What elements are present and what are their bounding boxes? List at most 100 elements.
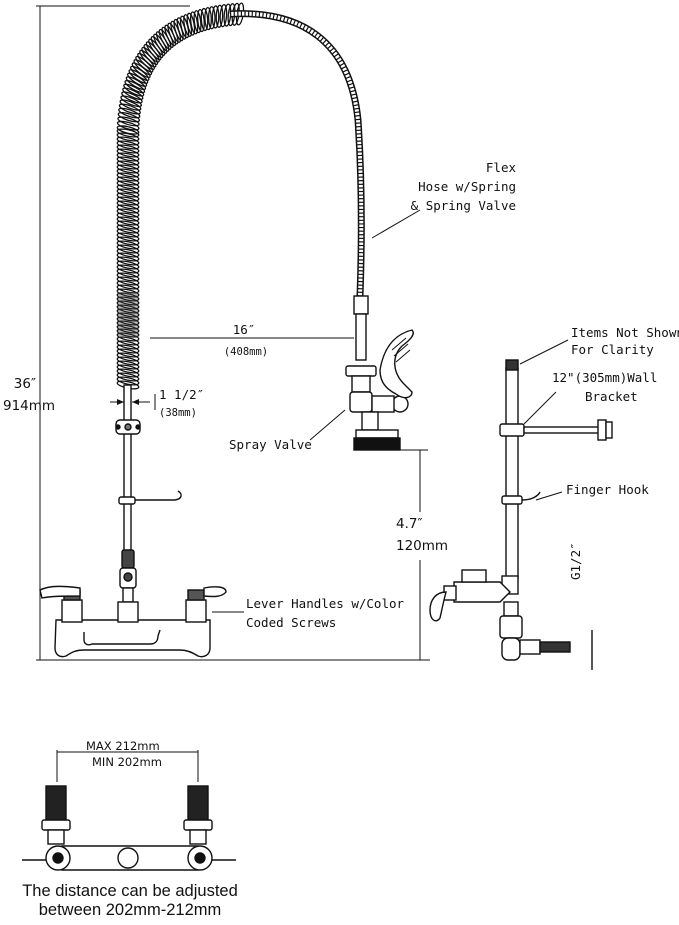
adjustment-caption: The distance can be adjusted between 202…	[0, 882, 260, 920]
spring-coil	[196, 8, 205, 33]
spring-coil	[116, 176, 140, 186]
spring-coil	[116, 304, 140, 314]
spring-coil	[116, 120, 140, 131]
spring-coil	[116, 352, 140, 362]
spray-valve	[345, 295, 414, 451]
valve-clearance-inches: 4.7″	[396, 516, 423, 532]
spring-coil	[116, 160, 140, 170]
riser-pipe	[115, 384, 182, 631]
spring-coil	[116, 125, 140, 135]
flex-hose-label-line-2: Hose w/Spring	[418, 179, 516, 194]
spring-coil	[116, 328, 140, 338]
spring-coil	[116, 188, 140, 198]
overall-height-dimension	[36, 5, 430, 661]
spring-coil	[116, 216, 140, 226]
spring-coil	[116, 164, 140, 174]
spring-coil	[116, 280, 140, 290]
spray-valve-leader	[309, 409, 346, 441]
spring-coil	[116, 128, 140, 138]
flex-hose	[229, 10, 365, 297]
spring-coil	[116, 148, 140, 158]
caption-line-2: between 202mm-212mm	[38, 901, 222, 919]
spring-coil	[118, 103, 141, 115]
overall-height-mm: 914mm	[3, 398, 56, 414]
spring-shaded-section	[118, 292, 138, 338]
spring-coil	[120, 95, 143, 108]
items-not-shown-leader	[519, 339, 569, 365]
spring-coil	[116, 296, 140, 306]
spring-coil	[116, 320, 140, 330]
spring-coil	[116, 196, 140, 206]
spring-coil	[116, 136, 140, 146]
wall-bracket-label-line-2: Bracket	[585, 389, 638, 404]
spring-coil	[116, 356, 140, 366]
spring-coil	[116, 184, 140, 194]
spring-coil	[193, 10, 202, 34]
riser-offset-inches: 1 1/2″	[159, 387, 205, 402]
spring-coil	[116, 268, 140, 278]
spring-coil	[116, 340, 140, 350]
flex-hose-label-line-1: Flex	[485, 160, 516, 175]
reach-mm: (408mm)	[223, 346, 269, 358]
riser-offset-dimension	[110, 394, 156, 410]
spring-coil	[116, 212, 140, 222]
finger-hook-label: Finger Hook	[566, 482, 649, 497]
spring-coil	[116, 152, 140, 162]
spring-coil	[116, 244, 140, 254]
items-not-shown-line-2: For Clarity	[571, 342, 654, 357]
spring-coil	[116, 140, 140, 150]
spring-coil	[116, 156, 140, 166]
wall-bracket-label-line-1: 12"(305mm)Wall	[552, 370, 658, 385]
spring-coil	[116, 276, 140, 286]
spring-coil	[116, 288, 140, 298]
spring-coil	[116, 372, 140, 382]
spring-coil	[116, 228, 140, 238]
spring-coil	[116, 284, 140, 294]
faucet-base	[39, 585, 227, 658]
spring-coil	[116, 204, 140, 214]
spring-coil	[116, 332, 140, 342]
spring-coil	[116, 252, 140, 262]
spring-coil	[116, 324, 140, 334]
spring-coil	[116, 364, 140, 374]
spring-coil	[116, 168, 140, 178]
spring-coil	[116, 236, 140, 246]
spring-coil	[116, 336, 140, 346]
spring-coil	[204, 6, 212, 31]
side-view-assembly	[429, 359, 613, 670]
flex-hose-label-line-3: & Spring Valve	[410, 198, 516, 213]
spring-coil	[121, 91, 143, 104]
spring-coil	[116, 200, 140, 210]
spread-max-label: MAX 212mm	[86, 739, 160, 753]
lever-handles-label-line-2: Coded Screws	[246, 615, 337, 630]
spring-coil	[117, 116, 140, 127]
spring-coil	[200, 7, 209, 32]
thread-size-label: G1/2″	[568, 542, 583, 580]
spring-coil	[116, 256, 140, 266]
lever-handles-label-line-1: Lever Handles w/Color	[246, 596, 405, 611]
spring-coil	[116, 360, 140, 370]
spring-coil	[116, 292, 140, 302]
spread-detail	[22, 750, 236, 871]
caption-line-1: The distance can be adjusted	[22, 882, 238, 900]
flex-hose-leader	[371, 209, 421, 239]
spring-coil	[116, 264, 140, 274]
spring-coil	[116, 192, 140, 202]
valve-clearance-dimension	[398, 449, 428, 660]
spring-coil	[116, 316, 140, 326]
spring-coil	[219, 3, 228, 28]
spring-coil	[116, 208, 140, 218]
reach-inches: 16″	[232, 322, 256, 337]
spring-coil	[116, 312, 140, 322]
spray-valve-label: Spray Valve	[229, 437, 312, 452]
spring-coil	[215, 4, 224, 28]
spring-coil	[116, 232, 140, 242]
wall-bracket-leader	[523, 391, 557, 425]
valve-clearance-mm: 120mm	[396, 538, 449, 554]
overall-height-inches: 36″	[13, 376, 36, 392]
spring-coil	[116, 220, 140, 230]
spring-coil	[122, 87, 144, 101]
spring-coil	[118, 107, 141, 119]
spring-coil	[116, 344, 140, 354]
